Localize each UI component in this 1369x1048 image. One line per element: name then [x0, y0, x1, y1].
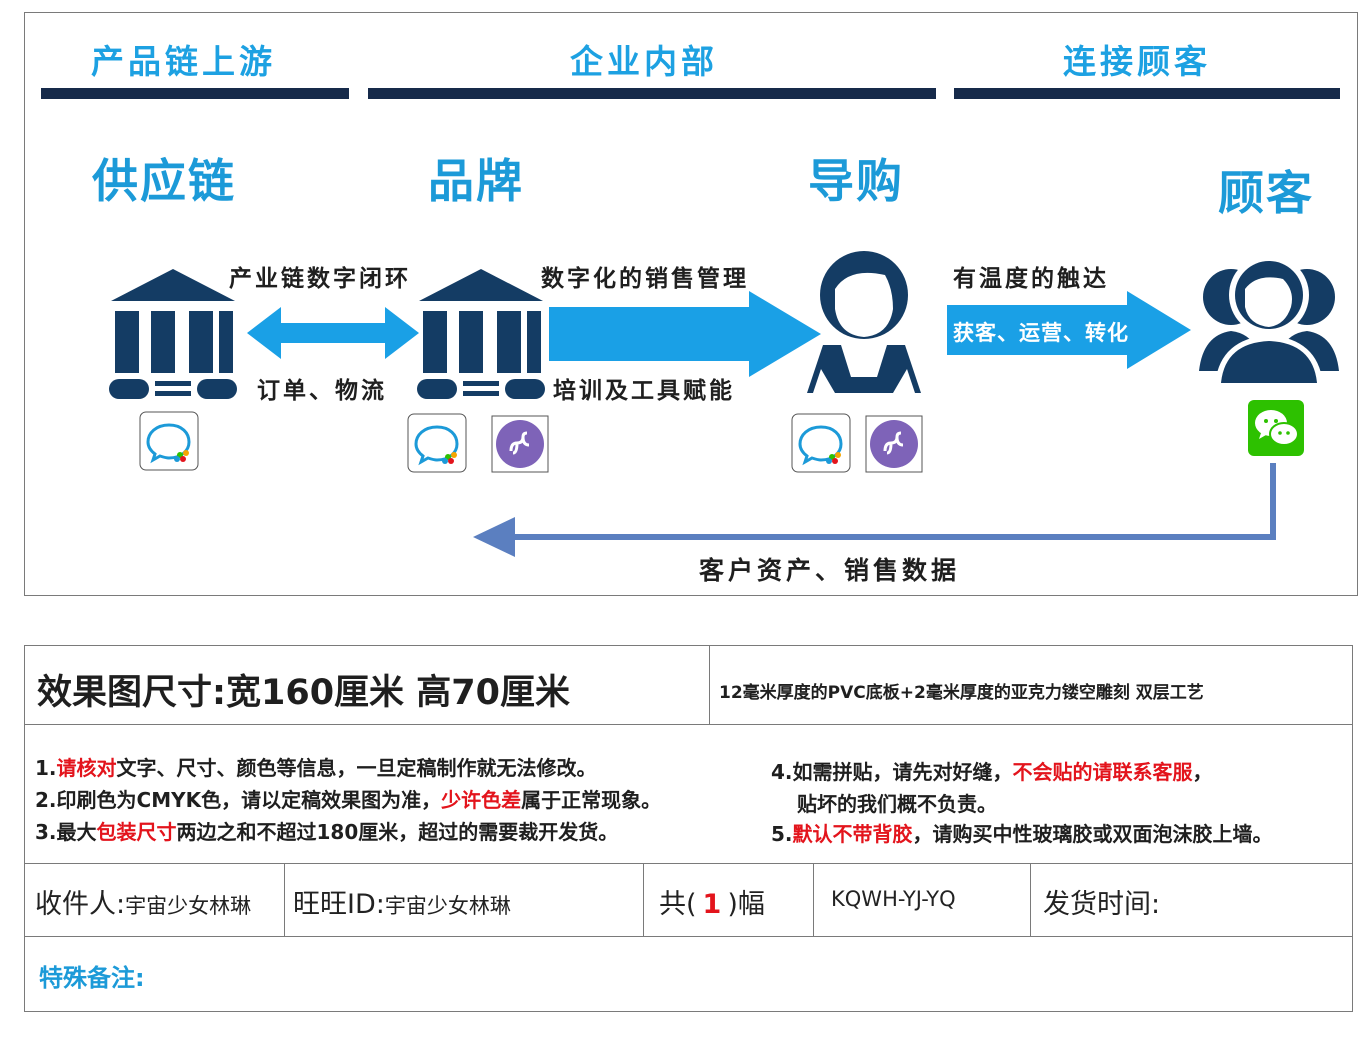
right-arrow-icon — [549, 291, 821, 377]
note-5: 5.默认不带背胶，请购买中性玻璃胶或双面泡沫胶上墙。 — [771, 818, 1273, 847]
note-1-highlight: 请核对 — [56, 756, 117, 780]
node-title-brand: 品牌 — [428, 154, 524, 208]
count-cell: 共(1)幅 — [659, 882, 765, 921]
note-4: 4.如需拼贴，请先对好缝，不会贴的请联系客服， — [771, 756, 1213, 785]
count-prefix: 共( — [659, 889, 697, 920]
divider — [1030, 863, 1031, 936]
wangwang-cell: 旺旺ID:宇宙少女林琳 — [293, 882, 511, 921]
right-arrow-icon — [947, 291, 1191, 369]
note-4-highlight: 不会贴的请联系客服 — [1012, 760, 1193, 784]
return-arrow-icon — [473, 463, 1276, 557]
note-1: 1.请核对文字、尺寸、颜色等信息，一旦定稿制作就无法修改。 — [35, 752, 597, 781]
wecom-icon — [407, 413, 467, 473]
wecom-icon — [791, 413, 851, 473]
section-title-customer: 连接顾客 — [1063, 42, 1211, 81]
person-icon — [807, 251, 921, 393]
note-3: 3.最大包装尺寸两边之和不超过180厘米，超过的需要裁开发货。 — [35, 816, 618, 845]
order-info-form: 效果图尺寸:宽160厘米 高70厘米 12毫米厚度的PVC底板+2毫米厚度的亚克… — [24, 645, 1353, 1012]
bank-building-icon — [417, 269, 545, 399]
note-2-prefix: 2.印刷色为CMYK色，请以定稿效果图为准， — [35, 788, 442, 812]
size-value: 宽160厘米 高70厘米 — [226, 673, 570, 713]
node-title-guide: 导购 — [808, 154, 904, 208]
divider — [709, 646, 710, 724]
divider — [813, 863, 814, 936]
section-bar-internal — [368, 88, 936, 99]
recipient-label: 收件人: — [35, 889, 126, 920]
bank-building-icon — [109, 269, 237, 399]
size-label: 效果图尺寸: — [37, 673, 226, 713]
flow-label-guide-customer-inner: 获客、运营、转化 — [953, 321, 1129, 345]
flow-label-supply-brand-top: 产业链数字闭环 — [229, 266, 411, 292]
flow-label-return: 客户资产、销售数据 — [699, 556, 961, 585]
count-suffix: )幅 — [727, 889, 765, 920]
note-5-highlight: 默认不带背胶 — [792, 822, 913, 846]
flow-label-brand-guide-top: 数字化的销售管理 — [541, 266, 749, 292]
note-4-prefix: 4.如需拼贴，请先对好缝， — [771, 760, 1013, 784]
flow-label-brand-guide-bottom: 培训及工具赋能 — [553, 378, 735, 404]
group-icon — [1199, 255, 1339, 385]
wecom-icon — [139, 411, 199, 471]
recipient-cell: 收件人:宇宙少女林琳 — [35, 882, 251, 921]
count-value: 1 — [702, 889, 722, 920]
node-title-supply-chain: 供应链 — [92, 154, 236, 208]
note-4-text: ， — [1192, 760, 1213, 784]
section-title-internal: 企业内部 — [570, 42, 718, 81]
flow-label-guide-customer-top: 有温度的触达 — [953, 266, 1109, 292]
flow-diagram: 产品链上游 企业内部 连接顾客 供应链 品牌 导购 顾客 产业链数字闭环 订单、… — [24, 12, 1358, 596]
note-2-text: 属于正常现象。 — [521, 788, 662, 812]
special-note-label: 特殊备注: — [39, 964, 145, 992]
size-spec: 效果图尺寸:宽160厘米 高70厘米 — [37, 664, 570, 715]
divider — [643, 863, 644, 936]
note-2-highlight: 少许色差 — [441, 788, 522, 812]
note-2: 2.印刷色为CMYK色，请以定稿效果图为准，少许色差属于正常现象。 — [35, 784, 661, 813]
flow-label-supply-brand-bottom: 订单、物流 — [257, 378, 387, 404]
note-3-text: 两边之和不超过180厘米，超过的需要裁开发货。 — [176, 820, 619, 844]
section-bar-upstream — [41, 88, 349, 99]
double-arrow-icon — [247, 307, 419, 359]
note-5-text: ，请购买中性玻璃胶或双面泡沫胶上墙。 — [912, 822, 1273, 846]
divider — [25, 724, 1352, 725]
recipient-value: 宇宙少女林琳 — [125, 894, 252, 918]
section-title-upstream: 产品链上游 — [91, 42, 276, 81]
product-code: KQWH-YJ-YQ — [831, 887, 956, 911]
wechat-icon — [1247, 399, 1307, 459]
miniprogram-icon — [865, 415, 925, 475]
note-1-text: 文字、尺寸、颜色等信息，一旦定稿制作就无法修改。 — [116, 756, 597, 780]
miniprogram-icon — [491, 415, 551, 475]
wangwang-value: 宇宙少女林琳 — [384, 894, 511, 918]
ship-time-label: 发货时间: — [1043, 889, 1161, 920]
note-1-prefix: 1. — [35, 756, 57, 780]
note-3-highlight: 包装尺寸 — [96, 820, 177, 844]
note-4-line-2: 贴坏的我们概不负责。 — [797, 792, 997, 816]
note-3-prefix: 3.最大 — [35, 820, 97, 844]
material-spec: 12毫米厚度的PVC底板+2毫米厚度的亚克力镂空雕刻 双层工艺 — [719, 683, 1204, 703]
node-title-customer: 顾客 — [1218, 166, 1314, 220]
section-bar-customer — [954, 88, 1340, 99]
divider — [25, 936, 1352, 937]
note-5-prefix: 5. — [771, 822, 793, 846]
wangwang-label: 旺旺ID: — [293, 889, 385, 920]
divider — [284, 863, 285, 936]
divider — [25, 863, 1352, 864]
